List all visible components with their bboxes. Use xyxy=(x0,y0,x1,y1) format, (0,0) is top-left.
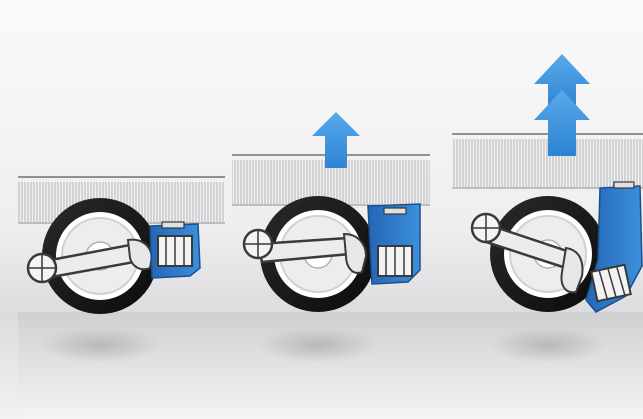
wheel-reflection xyxy=(490,327,606,363)
stage-2 xyxy=(232,112,430,363)
up-arrow-icon xyxy=(312,112,360,168)
control-arm xyxy=(242,228,368,274)
control-arm xyxy=(470,212,584,294)
lift-bracket-icon xyxy=(149,221,201,279)
up-arrow-icon xyxy=(534,90,590,156)
up-arrow-icon xyxy=(534,54,590,110)
stage-3 xyxy=(452,54,643,363)
vehicle-body-stripe xyxy=(452,133,643,189)
wheel-reflection xyxy=(40,327,160,363)
lift-bracket-icon xyxy=(367,203,421,285)
lift-bracket-icon xyxy=(585,181,643,313)
stage-1 xyxy=(18,176,225,363)
control-arm xyxy=(26,238,154,284)
wheel-reflection xyxy=(258,327,378,363)
